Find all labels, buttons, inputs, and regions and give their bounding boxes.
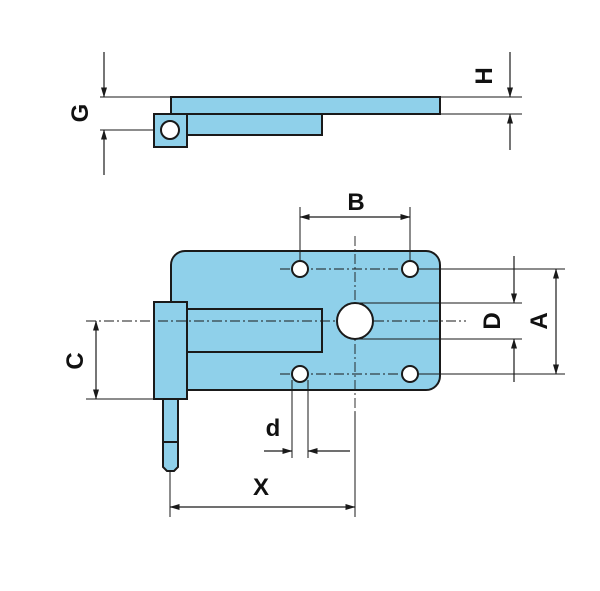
large-center-hole bbox=[336, 302, 374, 340]
dimension-x: X bbox=[169, 412, 356, 517]
label-b: B bbox=[347, 189, 364, 216]
dimension-d-large-hole: D bbox=[355, 256, 522, 382]
side-view-plate bbox=[170, 96, 441, 115]
dimension-g: G bbox=[67, 52, 171, 175]
label-d-lower: d bbox=[266, 415, 281, 442]
label-h: H bbox=[471, 67, 498, 84]
label-a: A bbox=[526, 312, 553, 329]
dimension-c: C bbox=[62, 320, 154, 400]
side-view: G H bbox=[67, 52, 522, 175]
mounting-hole-top-left bbox=[291, 260, 309, 278]
dimension-d-small-hole: d bbox=[264, 380, 350, 458]
front-view: B A D C d bbox=[62, 189, 565, 517]
side-view-pin-hole bbox=[160, 120, 180, 140]
front-view-pin-tip bbox=[162, 441, 179, 472]
dimension-a: A bbox=[418, 268, 565, 375]
mounting-hole-bottom-left bbox=[291, 365, 309, 383]
label-d-upper: D bbox=[479, 312, 506, 329]
side-view-leaf bbox=[185, 113, 323, 136]
front-view-knuckle bbox=[153, 301, 188, 400]
mounting-hole-top-right bbox=[401, 260, 419, 278]
dimension-h: H bbox=[322, 52, 522, 150]
mounting-hole-bottom-right bbox=[401, 365, 419, 383]
front-view-inner-leaf bbox=[186, 308, 323, 353]
front-view-pin bbox=[162, 398, 179, 443]
label-c: C bbox=[62, 352, 89, 369]
dimension-b: B bbox=[299, 189, 411, 261]
label-g: G bbox=[67, 104, 94, 123]
label-x: X bbox=[253, 474, 269, 501]
